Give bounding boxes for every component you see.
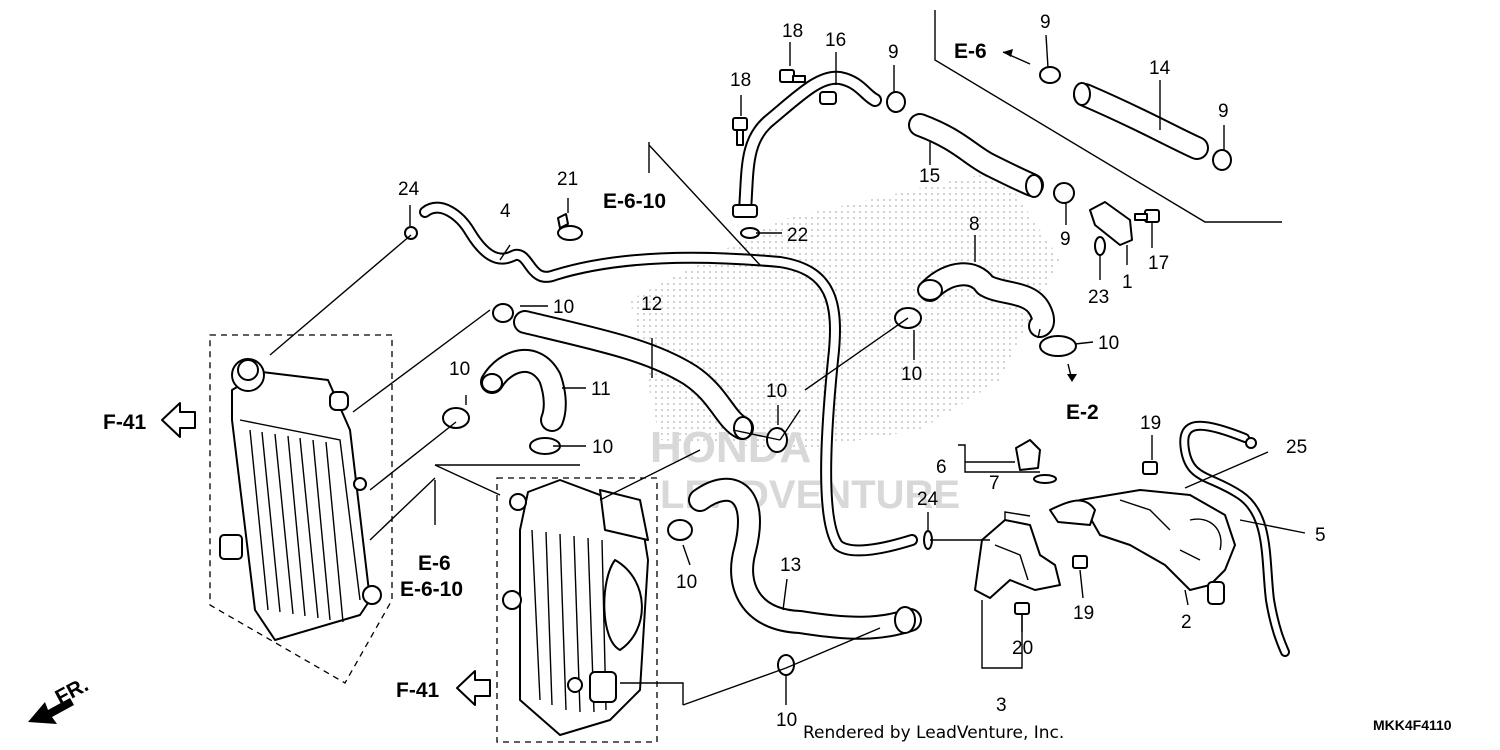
front-direction-arrow: FR.: [28, 673, 92, 724]
o-ring-7[interactable]: [1033, 474, 1057, 484]
f41-left-arrow: [161, 402, 196, 438]
callout-16[interactable]: 16: [825, 30, 846, 51]
callout-10-e[interactable]: 10: [901, 364, 922, 385]
callout-15[interactable]: 15: [919, 166, 940, 187]
part-callouts: 1 2 3 4 5 6 7 8 9 9 9 9 10 10 10 10 10 1…: [398, 12, 1326, 731]
callout-19-b[interactable]: 19: [1073, 603, 1094, 624]
callout-3[interactable]: 3: [996, 695, 1007, 716]
bracket-3[interactable]: [974, 511, 1061, 599]
bolt-18-lower[interactable]: [732, 117, 748, 146]
bolt-18-upper[interactable]: [779, 69, 806, 83]
callout-10-c[interactable]: 10: [592, 437, 613, 458]
ref-f41-left[interactable]: F-41: [103, 411, 147, 434]
callout-24-b[interactable]: 24: [917, 489, 939, 510]
reference-arrows: [1003, 49, 1077, 382]
callout-2[interactable]: 2: [1181, 612, 1192, 633]
callout-21[interactable]: 21: [557, 169, 578, 190]
clamp-9-d[interactable]: [1053, 182, 1075, 204]
rendered-by-credit: Rendered by LeadVenture, Inc.: [803, 723, 1064, 743]
thermostat-housing-2[interactable]: [1049, 489, 1236, 605]
callout-11[interactable]: 11: [591, 379, 611, 400]
callout-10-h[interactable]: 10: [776, 710, 797, 731]
pipe-16[interactable]: [732, 70, 882, 218]
clip-24-a[interactable]: [404, 226, 418, 240]
callout-9-c[interactable]: 9: [1218, 101, 1229, 122]
ref-e2[interactable]: E-2: [1066, 401, 1099, 424]
clamp-10-f[interactable]: [1039, 335, 1077, 357]
clamp-9-c[interactable]: [1212, 149, 1232, 171]
clip-21[interactable]: [557, 213, 583, 241]
callout-23[interactable]: 23: [1088, 287, 1109, 308]
callout-14[interactable]: 14: [1149, 58, 1171, 79]
clamp-10-g[interactable]: [667, 519, 693, 541]
callout-10-b[interactable]: 10: [449, 359, 470, 380]
ref-f41-bottom[interactable]: F-41: [396, 679, 440, 702]
callout-7[interactable]: 7: [989, 473, 1000, 494]
hose-8[interactable]: [917, 262, 1055, 338]
dotted-watermark-region: [630, 170, 1060, 450]
ref-e6-10-bottom[interactable]: E-6-10: [400, 578, 463, 601]
callout-5[interactable]: 5: [1315, 525, 1326, 546]
leader-lines: [269, 10, 1306, 706]
ref-e6-bottom[interactable]: E-6: [418, 552, 451, 575]
svg-text:FR.: FR.: [52, 673, 93, 709]
callout-1[interactable]: 1: [1122, 272, 1133, 293]
ref-e6-10-top[interactable]: E-6-10: [603, 190, 666, 213]
callout-22[interactable]: 22: [787, 225, 808, 246]
callout-19-a[interactable]: 19: [1140, 413, 1161, 434]
callout-9-b[interactable]: 9: [888, 42, 899, 63]
clamp-9-a[interactable]: [1039, 66, 1061, 84]
footer: Rendered by LeadVenture, Inc. MKK4F4110: [803, 717, 1452, 743]
f41-bottom-arrow: [456, 670, 491, 706]
clamp-9-b[interactable]: [886, 91, 906, 113]
callout-18-a[interactable]: 18: [782, 21, 803, 42]
callout-20[interactable]: 20: [1012, 638, 1033, 659]
clip-20[interactable]: [1014, 602, 1030, 615]
bolt-19-upper[interactable]: [1142, 461, 1158, 475]
clip-25[interactable]: [1245, 437, 1257, 449]
callout-13[interactable]: 13: [780, 555, 801, 576]
clamp-10-b[interactable]: [442, 407, 470, 429]
callout-4[interactable]: 4: [500, 201, 511, 222]
callout-8[interactable]: 8: [969, 214, 980, 235]
connector-6[interactable]: [1015, 439, 1041, 471]
callout-9-d[interactable]: 9: [1060, 229, 1071, 250]
right-radiator-assembly[interactable]: [496, 477, 658, 743]
callout-10-a[interactable]: 10: [553, 297, 574, 318]
hose-13[interactable]: [688, 477, 922, 640]
callout-17[interactable]: 17: [1148, 253, 1169, 274]
callout-10-g[interactable]: 10: [676, 572, 697, 593]
hose-5[interactable]: [1179, 420, 1290, 657]
reference-labels: E-6 E-6-10 E-2 E-6 E-6-10 F-41 F-41: [103, 40, 1099, 702]
callout-10-d[interactable]: 10: [766, 381, 787, 402]
hose-15[interactable]: [908, 113, 1044, 198]
callout-10-f[interactable]: 10: [1098, 333, 1119, 354]
diagram-code: MKK4F4110: [1373, 717, 1452, 733]
callout-6[interactable]: 6: [936, 457, 947, 478]
clamp-10-a[interactable]: [492, 303, 514, 323]
o-ring-23[interactable]: [1094, 236, 1106, 256]
hose-11[interactable]: [480, 348, 567, 432]
left-radiator-assembly[interactable]: [209, 334, 393, 684]
callout-24-a[interactable]: 24: [398, 179, 420, 200]
bolt-17[interactable]: [1134, 209, 1160, 223]
hose-12[interactable]: [513, 310, 754, 440]
callout-12[interactable]: 12: [641, 294, 662, 315]
bolt-19-lower[interactable]: [1072, 555, 1088, 569]
callout-9-a[interactable]: 9: [1040, 12, 1051, 33]
hose-4[interactable]: [419, 201, 918, 557]
cover-1[interactable]: [1089, 201, 1133, 246]
callout-18-b[interactable]: 18: [730, 70, 751, 91]
hose-14[interactable]: [1073, 82, 1209, 160]
callout-25[interactable]: 25: [1286, 437, 1307, 458]
ref-e6-top[interactable]: E-6: [954, 40, 987, 63]
